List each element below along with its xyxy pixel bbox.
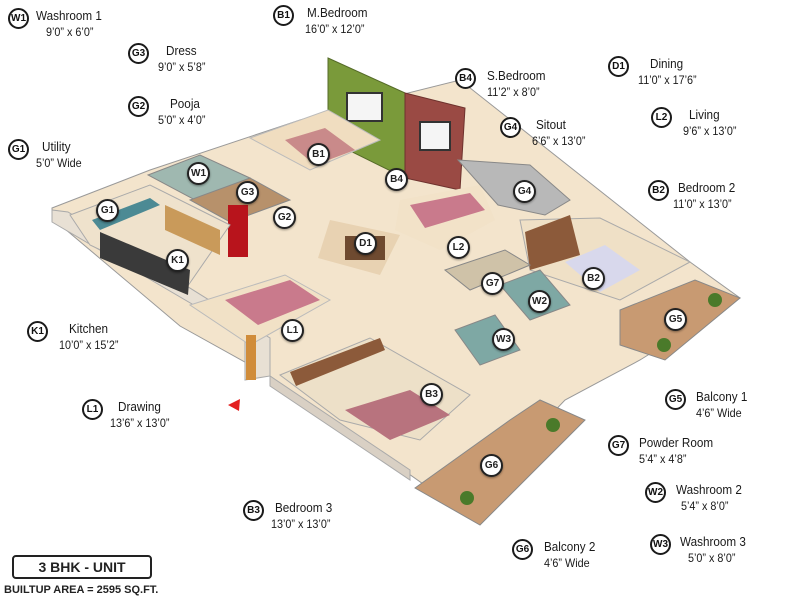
legend-badge: W3 <box>650 534 671 555</box>
entry-arrow-icon <box>228 399 240 411</box>
legend-name: Kitchen <box>69 321 109 336</box>
front-wall-bedroom3 <box>269 375 411 481</box>
legend-name: Washroom 2 <box>676 482 742 497</box>
legend-badge: K1 <box>27 321 48 342</box>
legend-dim: 4’6” Wide <box>544 556 590 570</box>
plant-balcony2-b <box>460 491 474 505</box>
legend-dim: 13’0” x 13’0” <box>271 517 331 531</box>
legend-dim: 11’0” x 13’0” <box>673 197 732 211</box>
legend-dim: 5’0” x 8’0” <box>688 551 736 565</box>
legend-badge: L2 <box>651 107 672 128</box>
legend-dim: 4’6” Wide <box>696 406 742 420</box>
legend-name: Sitout <box>536 117 566 132</box>
legend-name: Balcony 2 <box>544 539 596 554</box>
legend-dim: 5’0” x 4’0” <box>158 113 206 127</box>
unit-type-label: 3 BHK - UNIT <box>12 555 152 579</box>
marker-g2: G2 <box>273 206 296 229</box>
legend-dim: 6’6” x 13’0” <box>532 134 586 148</box>
plant-balcony1 <box>708 293 722 307</box>
bedroom3-wardrobe <box>290 338 385 386</box>
marker-g5: G5 <box>664 308 687 331</box>
legend-badge: B4 <box>455 68 476 89</box>
marker-d1: D1 <box>354 232 377 255</box>
marker-l2: L2 <box>447 236 470 259</box>
marker-w3: W3 <box>492 328 515 351</box>
living-sofa <box>410 193 485 228</box>
legend-name: Bedroom 3 <box>275 500 333 515</box>
legend-dim: 10’0” x 15’2” <box>59 338 119 352</box>
kitchen-counter-top <box>92 198 160 230</box>
legend-badge: B1 <box>273 5 294 26</box>
marker-l1: L1 <box>281 319 304 342</box>
plant-balcony2 <box>546 418 560 432</box>
legend-dim: 13’6” x 13’0” <box>110 416 170 430</box>
marker-b3: B3 <box>420 383 443 406</box>
legend-badge: G7 <box>608 435 629 456</box>
legend-name: Dining <box>650 56 684 71</box>
legend-badge: B2 <box>648 180 669 201</box>
marker-g6: G6 <box>480 454 503 477</box>
legend-name: Washroom 1 <box>36 8 102 23</box>
bedroom2-wardrobe <box>525 215 580 270</box>
legend-badge: B3 <box>243 500 264 521</box>
legend-dim: 11’2” x 8’0” <box>487 85 540 99</box>
powder-room-floor <box>443 249 532 291</box>
plant-balcony1-b <box>657 338 671 352</box>
kitchen-cabinets <box>165 205 220 255</box>
legend-badge: G4 <box>500 117 521 138</box>
legend-badge: G1 <box>8 139 29 160</box>
marker-b4: B4 <box>385 168 408 191</box>
legend-badge: D1 <box>608 56 629 77</box>
legend-badge: G2 <box>128 96 149 117</box>
legend-dim: 5’0” Wide <box>36 156 82 170</box>
washroom3-floor <box>454 314 521 366</box>
marker-k1: K1 <box>166 249 189 272</box>
legend-dim: 16’0” x 12’0” <box>305 22 365 36</box>
marker-g1: G1 <box>96 199 119 222</box>
legend-badge: W1 <box>8 8 29 29</box>
legend-name: Washroom 3 <box>680 534 746 549</box>
legend-name: Dress <box>166 43 197 58</box>
legend-dim: 5’4” x 8’0” <box>681 499 729 513</box>
refrigerator <box>228 205 248 257</box>
bedroom2-bed <box>565 245 640 292</box>
marker-g3: G3 <box>236 181 259 204</box>
window-green-wall <box>346 92 383 122</box>
marker-b2: B2 <box>582 267 605 290</box>
marker-w2: W2 <box>528 290 551 313</box>
legend-name: S.Bedroom <box>487 68 546 83</box>
legend-name: Living <box>689 107 720 122</box>
legend-dim: 11’0” x 17’6” <box>638 73 697 87</box>
legend-name: Powder Room <box>639 435 714 450</box>
legend-dim: 9’0” x 5’8” <box>158 60 206 74</box>
legend-name: Utility <box>42 139 71 154</box>
legend-name: Pooja <box>170 96 200 111</box>
marker-b1: B1 <box>307 143 330 166</box>
legend-dim: 9’6” x 13’0” <box>683 124 737 138</box>
legend-name: Balcony 1 <box>696 389 748 404</box>
marker-w1: W1 <box>187 162 210 185</box>
main-door <box>246 335 256 380</box>
marker-g7: G7 <box>481 272 504 295</box>
marker-g4: G4 <box>513 180 536 203</box>
builtup-area-label: BUILTUP AREA = 2595 SQ.FT. <box>4 584 159 596</box>
kitchen-counter-front <box>100 232 190 295</box>
drawing-sofa <box>225 280 320 325</box>
legend-name: Bedroom 2 <box>678 180 736 195</box>
legend-badge: L1 <box>82 399 103 420</box>
legend-name: Drawing <box>118 399 161 414</box>
legend-dim: 5’4” x 4’8” <box>639 452 687 466</box>
legend-badge: G6 <box>512 539 533 560</box>
window-red-wall <box>419 121 451 151</box>
legend-badge: G3 <box>128 43 149 64</box>
legend-badge: G5 <box>665 389 686 410</box>
legend-name: M.Bedroom <box>307 5 368 20</box>
legend-dim: 9’0” x 6’0” <box>46 25 94 39</box>
legend-badge: W2 <box>645 482 666 503</box>
